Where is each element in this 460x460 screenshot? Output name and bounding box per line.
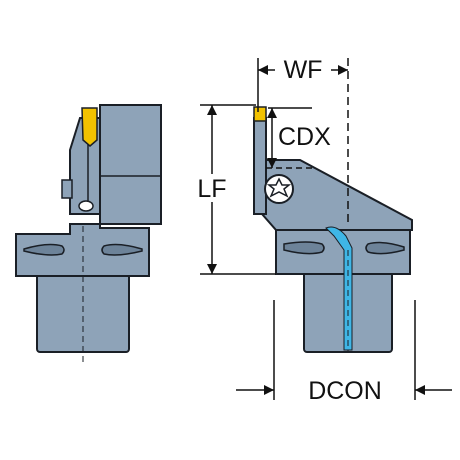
- dimension-label-dcon: DCON: [308, 377, 382, 405]
- cutting-insert-front: [253, 106, 267, 122]
- right-blade: [253, 117, 267, 215]
- dimension-dcon: DCON: [236, 300, 452, 405]
- left-slot-left: [23, 243, 65, 256]
- dimension-label-wf: WF: [284, 56, 323, 84]
- dimension-wf: WF: [257, 56, 349, 222]
- dimension-cdx: CDX: [266, 107, 331, 169]
- dimension-label-cdx: CDX: [278, 123, 331, 151]
- torx-screw-icon: [264, 174, 294, 204]
- right-slot-left: [283, 241, 325, 255]
- left-view: [15, 104, 162, 362]
- right-view: [253, 106, 413, 353]
- dimension-label-lf: LF: [197, 175, 226, 203]
- left-head: [99, 104, 162, 225]
- dimension-lf: LF: [190, 104, 276, 275]
- coolant-channel: [325, 226, 353, 351]
- right-slot-right: [365, 241, 405, 255]
- cutting-insert-icon: [81, 107, 98, 147]
- left-slot-right: [101, 243, 143, 256]
